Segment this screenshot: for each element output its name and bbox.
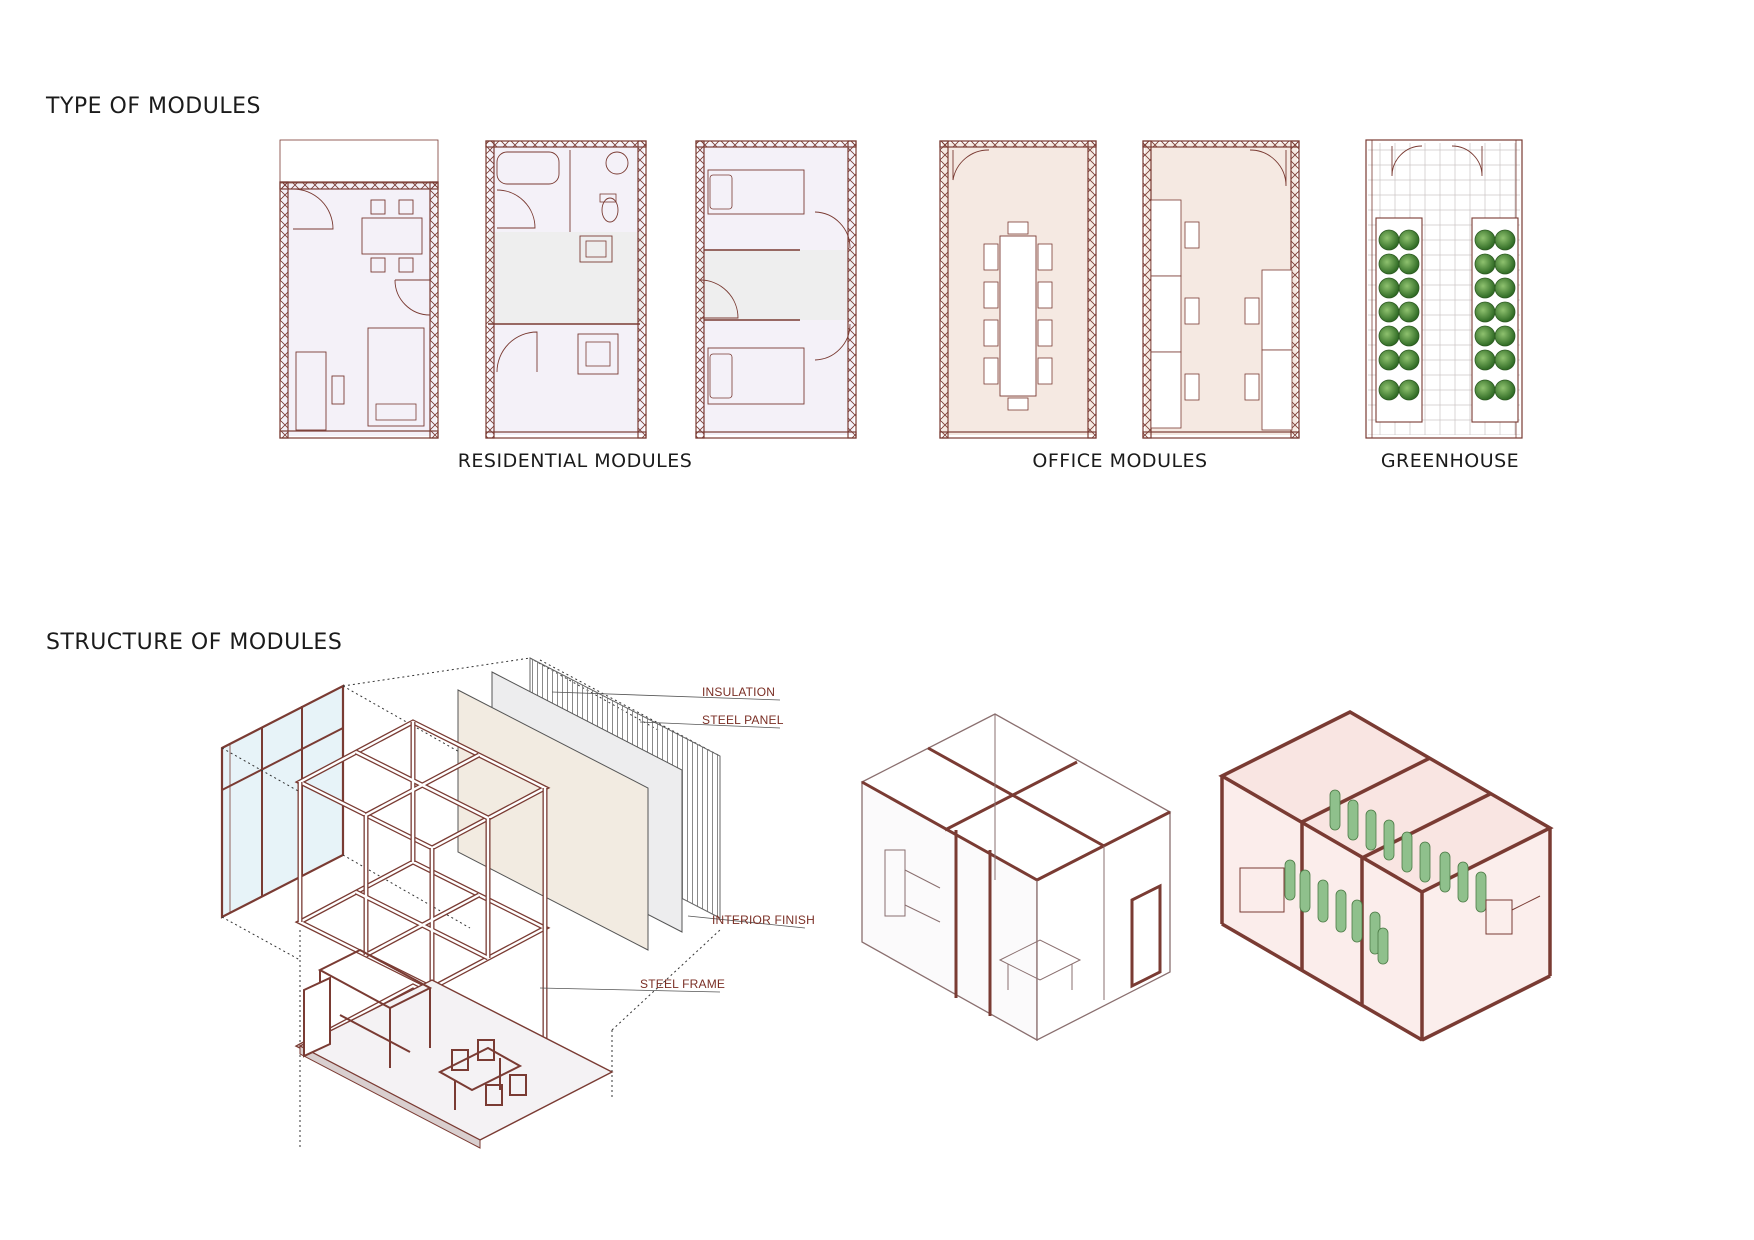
residential-modules-caption: RESIDENTIAL MODULES: [457, 450, 693, 472]
office-module-2-plan: [1142, 140, 1300, 439]
assembled-greenhouse-module-axonometric: [1218, 710, 1554, 1042]
office-modules-caption: OFFICE MODULES: [1032, 450, 1208, 472]
structure-of-modules-heading: STRUCTURE OF MODULES: [46, 630, 343, 655]
greenhouse-caption: GREENHOUSE: [1380, 450, 1520, 472]
steel-frame-label: STEEL FRAME: [640, 977, 725, 991]
residential-module-1-plan: [279, 139, 439, 439]
exploded-axonometric: [220, 657, 806, 1150]
greenhouse-cacti: [1284, 789, 1487, 965]
greenhouse-plants: [1378, 229, 1516, 401]
insulation-label: INSULATION: [702, 685, 775, 699]
types-of-modules-heading: TYPE OF MODULES: [46, 94, 261, 119]
steel-panel-label: STEEL PANEL: [702, 713, 784, 727]
floor-with-furniture: [298, 948, 614, 1149]
office-module-1-plan: [939, 140, 1097, 439]
residential-module-3-plan: [695, 140, 857, 439]
glass-wall-panel: [220, 684, 345, 919]
interior-finish-label: INTERIOR FINISH: [712, 913, 815, 927]
greenhouse-plan: [1365, 139, 1523, 439]
assembled-office-module-axonometric: [860, 713, 1172, 1042]
interior-finish-layer: [457, 689, 649, 951]
residential-module-2-plan: [485, 140, 647, 439]
